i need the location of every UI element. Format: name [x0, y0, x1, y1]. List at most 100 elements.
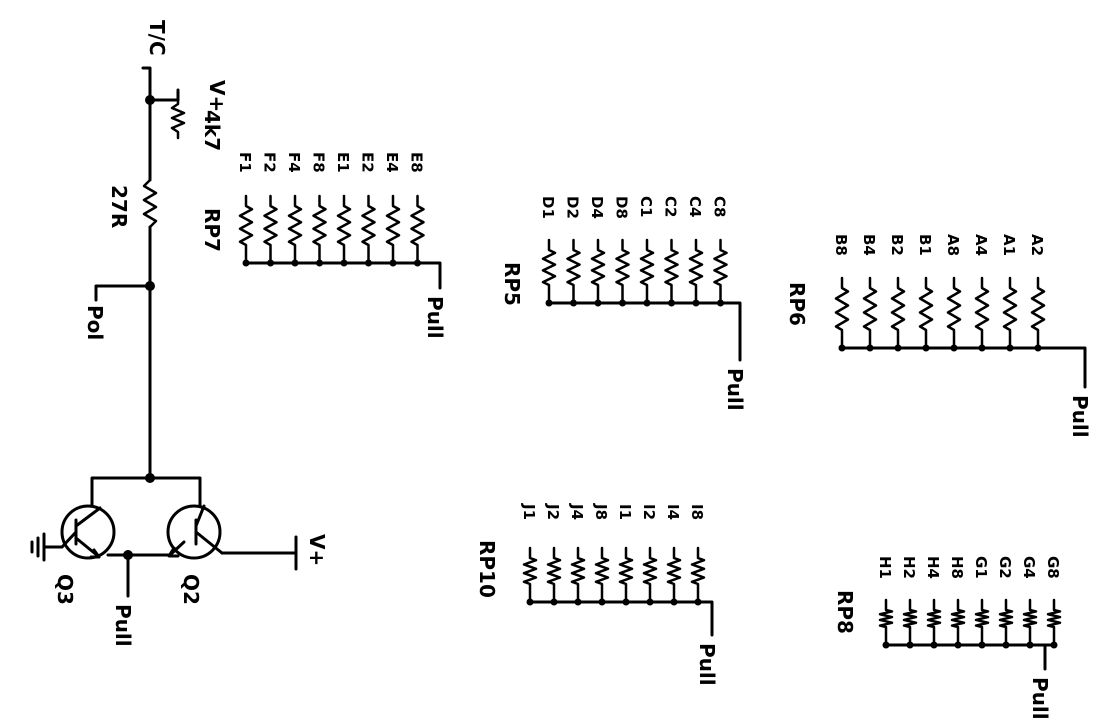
pack-junction-dot	[1026, 641, 1034, 649]
pack-pin-label: I1	[616, 504, 634, 520]
pack-pull-label: Pull	[423, 296, 447, 339]
pack-junction-dot	[866, 344, 874, 352]
pack-pin-label: A1	[1000, 234, 1018, 256]
pack-pin-label: D1	[539, 196, 557, 219]
resistor-27r	[142, 178, 158, 229]
junction-dot-base	[145, 473, 155, 483]
pack-pull-label: Pull	[1028, 677, 1052, 720]
pack-junction-dot	[340, 259, 348, 267]
pack-junction-dot	[622, 598, 630, 606]
pack-pin-label: J4	[568, 503, 586, 520]
pack-junction-dot	[365, 259, 372, 267]
pack-resistor	[336, 194, 352, 265]
pack-resistor	[238, 194, 254, 265]
pack-junction-dot	[922, 344, 930, 352]
pack-resistor	[1022, 598, 1038, 647]
pack-resistor	[410, 194, 425, 265]
pack-junction-dot	[1034, 344, 1042, 352]
pack-pin-label: F8	[310, 152, 328, 173]
pack-resistor	[918, 276, 934, 350]
pack-junction-dot	[550, 598, 558, 606]
pack-name-label: RP6	[785, 282, 809, 326]
pack-resistor	[566, 238, 581, 305]
pack-pin-label: B2	[888, 234, 906, 256]
pack-resistor	[1002, 276, 1018, 350]
pack-pin-label: C1	[637, 196, 655, 217]
pack-junction-dot	[414, 259, 421, 267]
pack-bus-wire	[884, 643, 1056, 671]
pack-pin-label: E8	[408, 152, 426, 173]
pack-junction-dot	[1002, 641, 1010, 649]
pol-branch-wire	[94, 284, 152, 302]
pack-pin-label: C2	[662, 196, 680, 217]
pack-pin-label: F4	[285, 152, 303, 173]
resistor-4k7-label: 4k7	[200, 110, 224, 151]
pack-resistor	[287, 194, 303, 265]
pack-junction-dot	[643, 299, 651, 307]
pack-resistor	[890, 276, 906, 350]
q2-label: Q2	[179, 574, 203, 605]
pack-junction-dot	[594, 299, 602, 307]
pack-resistor	[690, 546, 706, 604]
pack-name-label: RP10	[475, 540, 499, 598]
pack-junction-dot	[267, 259, 274, 267]
pack-junction-dot	[930, 641, 938, 649]
pack-resistor	[974, 276, 990, 350]
pack-resistor	[666, 546, 682, 604]
pack-pin-label: I8	[688, 504, 706, 520]
pack-pin-label: G2	[996, 556, 1014, 579]
pack-resistor	[639, 238, 655, 305]
pack-resistor	[546, 546, 562, 604]
pack-resistor	[713, 238, 728, 305]
pack-pin-label: G4	[1020, 556, 1038, 579]
pack-pin-label: G8	[1044, 556, 1062, 579]
pack-name-label: RP5	[500, 262, 524, 306]
pack-name-label: RP8	[833, 590, 857, 634]
pack-bus-wire	[528, 600, 714, 637]
pack-pin-label: D8	[613, 196, 631, 219]
pack-resistor	[361, 194, 376, 265]
pack-pin-label: H4	[924, 556, 942, 579]
vplus-right-label: V+	[305, 534, 329, 566]
pack-pin-label: B8	[832, 234, 850, 256]
pack-junction-dot	[545, 299, 553, 307]
main-circuit: T/C V+ 4k7 27R Pol V+ Q3 Q2 Pull	[30, 20, 329, 647]
q3-label: Q3	[53, 574, 77, 605]
pack-pin-label: D2	[564, 196, 582, 219]
pack-pin-label: C4	[686, 196, 704, 217]
ground-symbol	[30, 532, 46, 562]
pack-name-label: RP7	[200, 208, 224, 252]
pack-bus-wire	[244, 261, 442, 290]
pack-junction-dot	[692, 299, 700, 307]
pack-pin-label: A2	[1028, 234, 1046, 256]
pack-resistor	[946, 276, 962, 350]
pack-pull-label: Pull	[1068, 395, 1092, 438]
pack-junction-dot	[894, 344, 902, 352]
tc-input-wire	[141, 66, 152, 102]
tc-label: T/C	[145, 20, 169, 56]
pack-junction-dot	[694, 598, 702, 606]
pack-junction-dot	[291, 259, 299, 267]
pack-resistor	[312, 194, 327, 265]
resistor-4k7	[170, 98, 186, 140]
pack-junction-dot	[574, 598, 582, 606]
pack-resistor	[541, 238, 557, 305]
pack-junction-dot	[838, 344, 846, 352]
pack-junction-dot	[242, 259, 250, 267]
vplus-top-label: V+	[205, 80, 229, 112]
pack-bus-wire	[547, 301, 742, 362]
pack-resistor	[1030, 276, 1046, 350]
pack-pin-label: A4	[972, 234, 990, 256]
pack-pin-label: H1	[876, 556, 894, 579]
pack-resistor	[902, 598, 918, 647]
pack-pin-label: I2	[640, 504, 658, 520]
pack-resistor	[615, 238, 630, 305]
pack-junction-dot	[389, 259, 397, 267]
pack-pin-label: E1	[334, 152, 352, 173]
pack-pin-label: B1	[916, 234, 934, 256]
